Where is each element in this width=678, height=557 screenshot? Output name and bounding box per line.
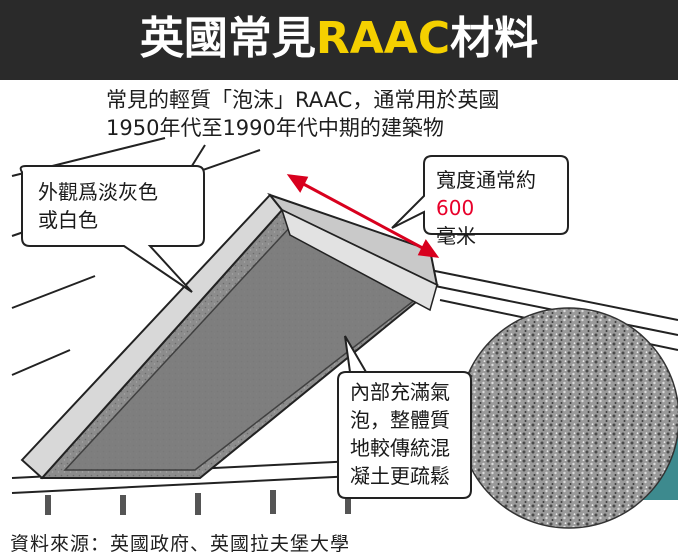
interior-line-3: 地較傳統混 (350, 436, 450, 460)
width-line-1: 寬度通常約 (436, 168, 536, 192)
interior-bubble (337, 335, 472, 499)
appearance-bubble (19, 165, 205, 293)
width-bubble (391, 155, 569, 235)
interior-line-4: 凝土更疏鬆 (350, 464, 450, 488)
interior-callout: 內部充滿氣 泡，整體質 地較傳統混 凝土更疏鬆 (350, 378, 450, 490)
subtitle-line-1: 常見的輕質「泡沫」RAAC，通常用於英國 (106, 88, 500, 112)
appearance-callout: 外觀爲淡灰色 或白色 (38, 178, 158, 234)
foam-closeup (459, 308, 678, 528)
title-highlight: RAAC (315, 13, 451, 64)
width-callout: 寬度通常約 600 毫米 (436, 166, 536, 250)
width-arrow (286, 174, 440, 258)
width-unit: 毫米 (436, 224, 476, 248)
width-value: 600 (436, 196, 475, 220)
width-line-2: 600 毫米 (436, 194, 536, 250)
support-posts (45, 488, 351, 515)
appearance-line-1: 外觀爲淡灰色 (38, 180, 158, 204)
appearance-line-2: 或白色 (38, 208, 98, 232)
title-prefix: 英國常見 (139, 13, 316, 64)
subtitle: 常見的輕質「泡沫」RAAC，通常用於英國 1950年代至1990年代中期的建築物 (106, 86, 666, 142)
title-suffix: 材料 (450, 13, 539, 64)
page-title: 英國常見RAAC材料 (0, 8, 678, 70)
interior-line-2: 泡，整體質 (350, 408, 450, 432)
interior-line-1: 內部充滿氣 (350, 380, 450, 404)
source-credit: 資料來源：英國政府、英國拉夫堡大學 (10, 533, 351, 555)
title-bar (0, 0, 678, 80)
subtitle-line-2: 1950年代至1990年代中期的建築物 (106, 116, 444, 140)
panel-end-cap (280, 208, 438, 312)
